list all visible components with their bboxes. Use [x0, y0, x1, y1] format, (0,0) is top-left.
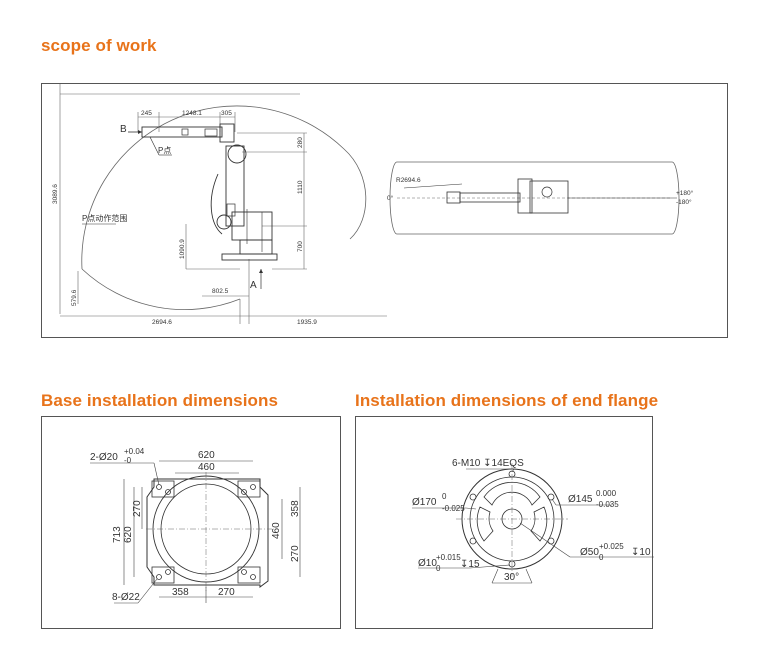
d10-label: Ø10	[418, 558, 437, 569]
d50-label: Ø50	[580, 547, 599, 558]
dim-1248: 1248.1	[182, 110, 202, 117]
dim-270-bottom: 270	[218, 587, 235, 598]
flange-drawing: 6-M10 ↧14EQS Ø170 0 -0.025 Ø145 0.000 -0…	[412, 458, 654, 584]
dim-1935: 1935.9	[297, 319, 317, 326]
a-label: A	[250, 280, 257, 291]
dim-358-right: 358	[290, 500, 301, 517]
dim-280: 280	[297, 137, 304, 148]
angle-label: 30°	[504, 572, 519, 583]
d145-label: Ø145	[568, 494, 593, 505]
robot-top-base	[529, 180, 569, 214]
dim-245: 245	[141, 110, 152, 117]
d145-upper: 0.000	[596, 489, 617, 498]
p-range-label: P点动作范围	[82, 213, 127, 223]
thread-label: 6-M10 ↧14EQS	[452, 458, 524, 469]
d170-upper: 0	[442, 492, 447, 501]
dim-579: 579.6	[71, 289, 78, 306]
dim-1090: 1090.9	[179, 239, 186, 259]
scope-heading: scope of work	[41, 36, 157, 55]
b-label: B	[120, 124, 127, 135]
hole-tol-upper: +0.04	[124, 447, 145, 456]
d145-lower: -0.035	[596, 500, 619, 509]
p-point-label: P点	[158, 146, 171, 155]
dim-2694: 2694.6	[152, 319, 172, 326]
dim-713: 713	[112, 526, 123, 543]
dim-270-right: 270	[290, 545, 301, 562]
minus180-label: -180°	[676, 198, 692, 206]
work-envelope	[81, 105, 367, 270]
d170-label: Ø170	[412, 497, 437, 508]
dim-620-top: 620	[198, 450, 215, 461]
base-heading: Base installation dimensions	[41, 391, 279, 410]
plus180-label: +180°	[676, 189, 694, 197]
scope-drawing: B A P点 P点动作范围 245 1248.1 305 280 1110 70…	[52, 84, 694, 326]
scope-panel: B A P点 P点动作范围 245 1248.1 305 280 1110 70…	[41, 83, 728, 338]
dim-305: 305	[221, 110, 232, 117]
dim-802: 802.5	[212, 288, 229, 295]
d50-lower: 0	[599, 553, 604, 562]
dim-270-left: 270	[132, 500, 143, 517]
dim-1110: 1110	[297, 180, 304, 194]
robot-top-arm	[459, 192, 521, 203]
d10-lower: 0	[436, 564, 441, 573]
flange-heading: Installation dimensions of end flange	[355, 391, 659, 410]
d170-lower: -0.025	[442, 504, 465, 513]
dim-3089: 3089.6	[52, 184, 59, 204]
hole-tol-lower: -0	[124, 456, 132, 465]
d50-upper: +0.025	[599, 542, 624, 551]
robot-upper-arm	[225, 145, 245, 227]
work-envelope-lower	[81, 268, 241, 310]
d10-upper: +0.015	[436, 553, 461, 562]
d10-depth: ↧15	[460, 559, 480, 570]
dim-460-top: 460	[198, 462, 215, 473]
base-drawing: 2-Ø20 +0.04 -0 620 460 713 620 270 460 3…	[90, 447, 301, 604]
dim-700: 700	[297, 241, 304, 252]
rotation-zone	[389, 161, 680, 235]
d50-depth: ↧10	[631, 547, 651, 558]
flange-panel: 6-M10 ↧14EQS Ø170 0 -0.025 Ø145 0.000 -0…	[355, 416, 654, 629]
dim-460-right: 460	[271, 522, 282, 539]
dim-620-left: 620	[123, 526, 134, 543]
zero-deg-label: 0°	[387, 194, 394, 202]
base-panel: 2-Ø20 +0.04 -0 620 460 713 620 270 460 3…	[41, 416, 341, 629]
radius-label: R2694.6	[396, 177, 421, 184]
hole-label: 2-Ø20	[90, 452, 118, 463]
dim-358-bottom: 358	[172, 587, 189, 598]
bolt-label: 8-Ø22	[112, 592, 140, 603]
